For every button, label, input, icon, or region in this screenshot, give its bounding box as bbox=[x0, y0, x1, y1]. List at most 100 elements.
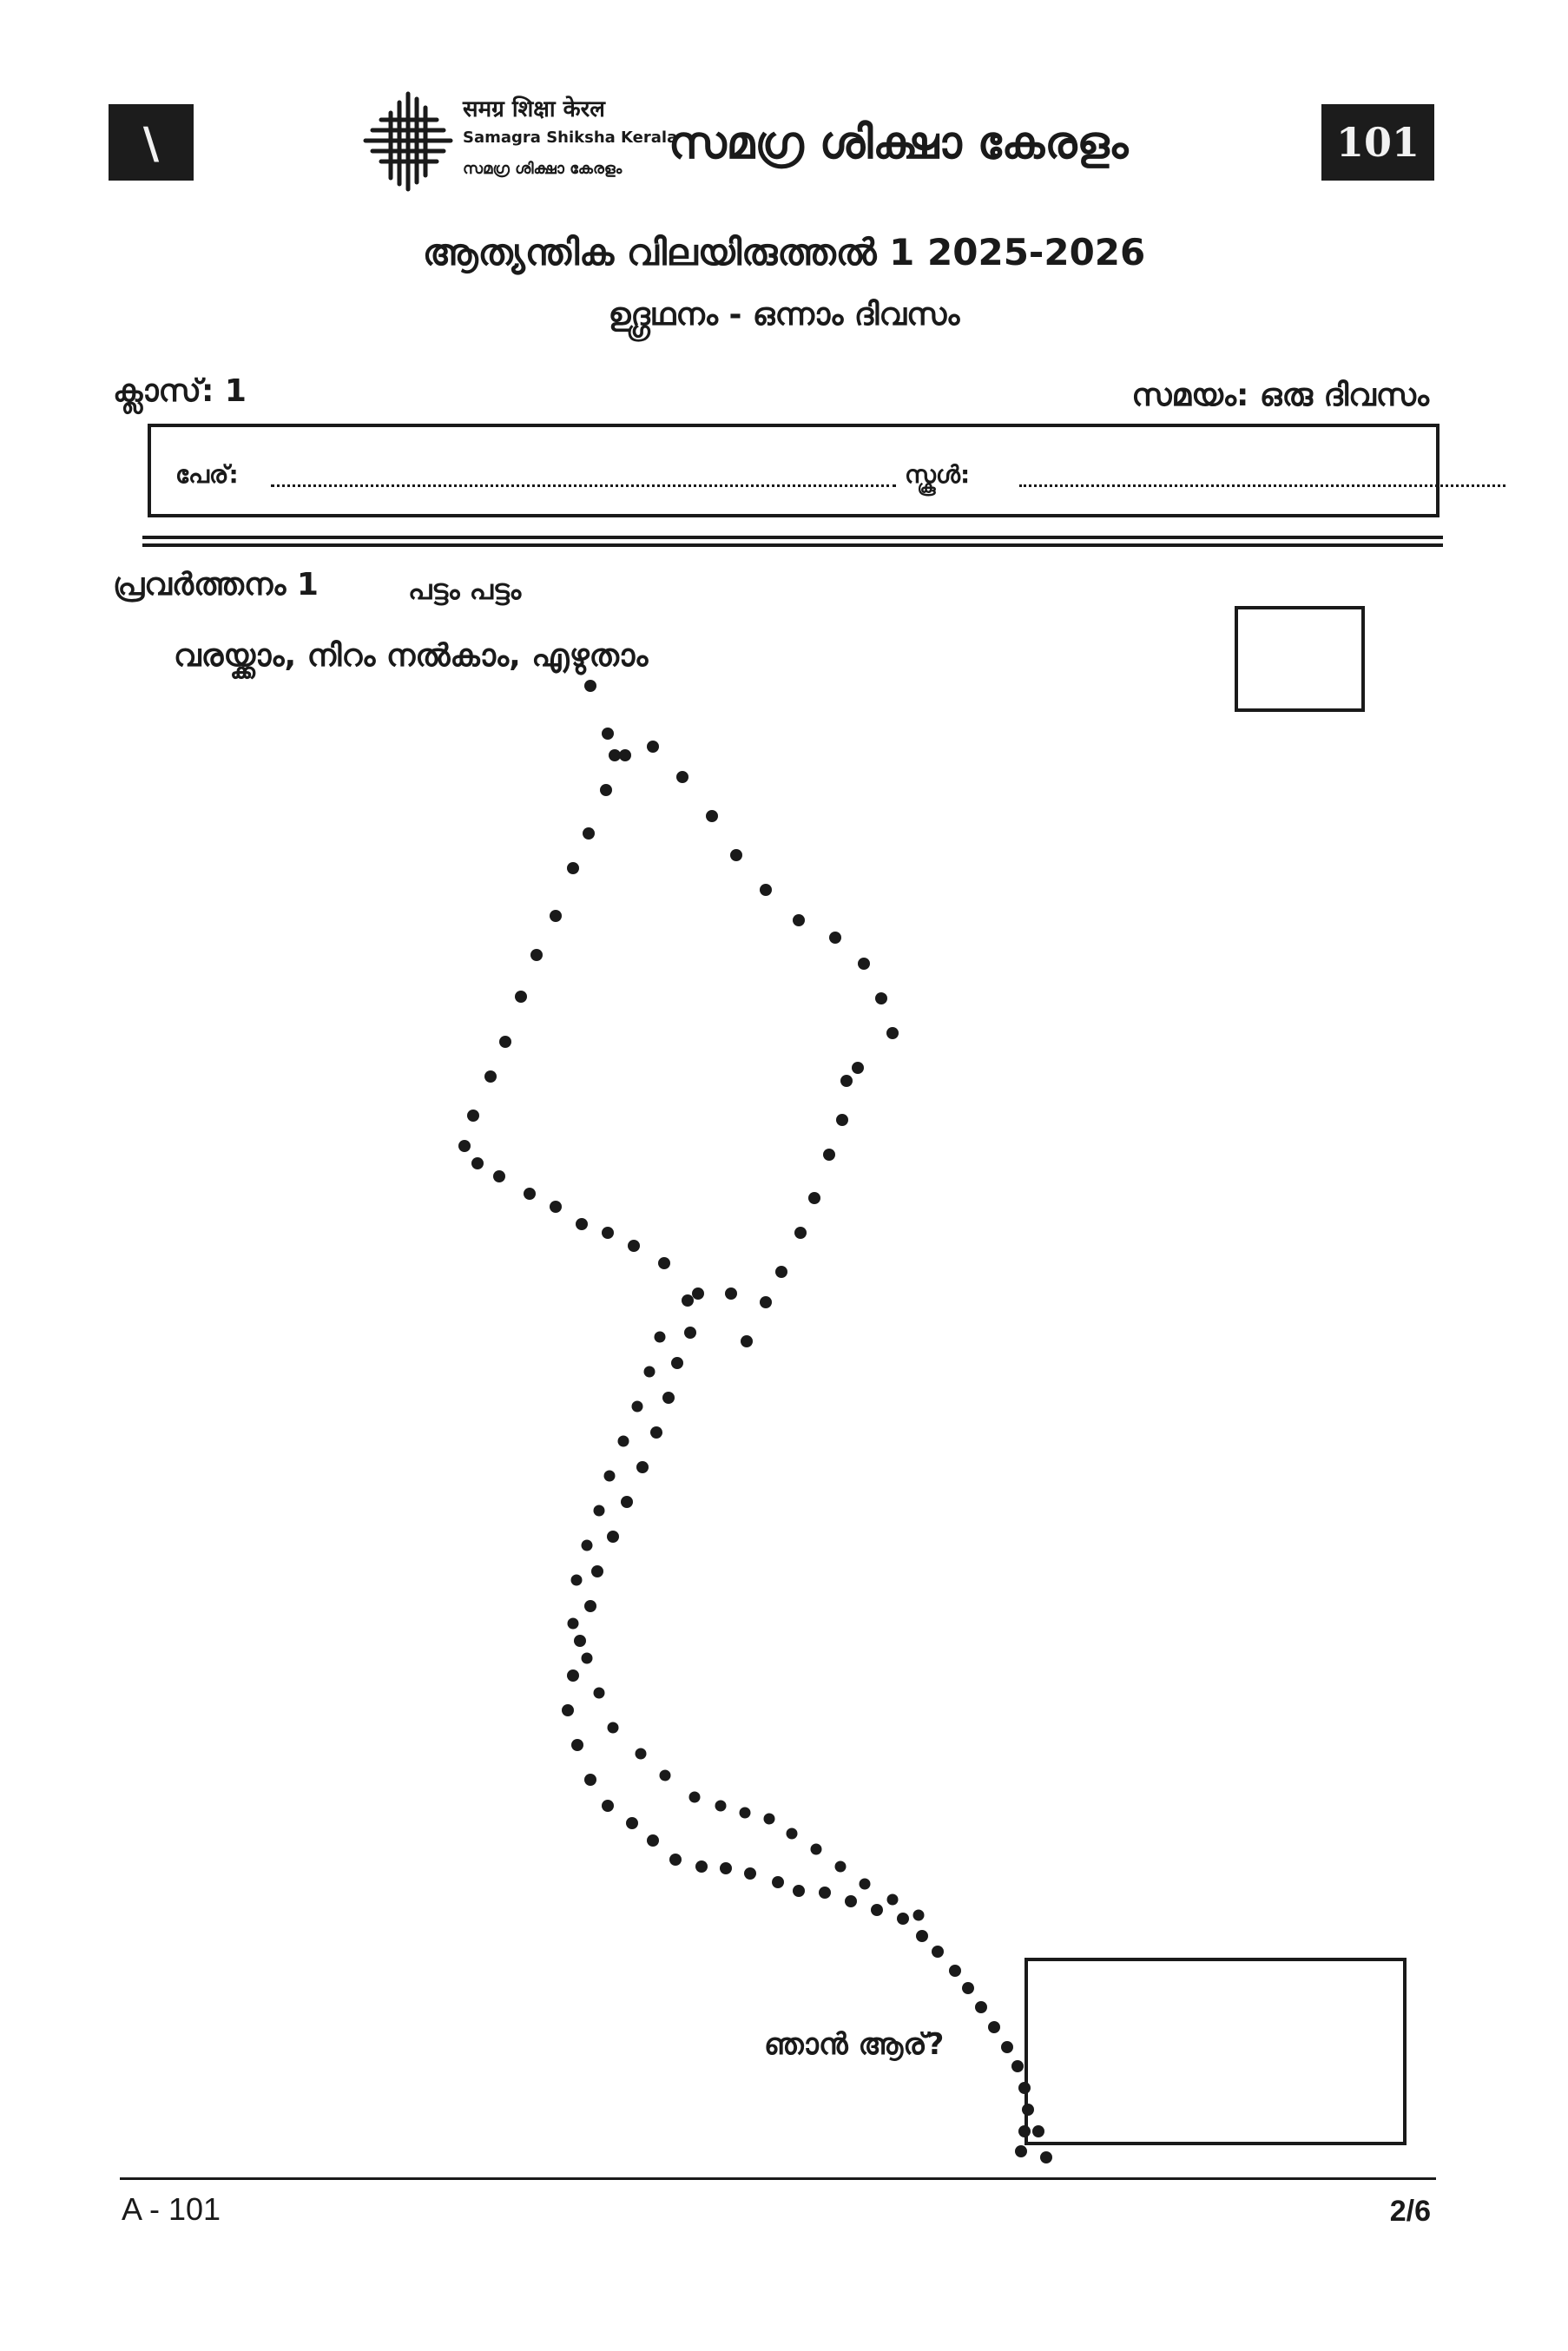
school-field-label: സ്കൂൾ: bbox=[905, 460, 971, 489]
trace-dot bbox=[823, 1149, 835, 1161]
trace-dot bbox=[886, 1027, 899, 1039]
name-field-label: പേര്: bbox=[175, 460, 239, 489]
trace-dot bbox=[794, 1227, 807, 1239]
trace-dot bbox=[584, 1600, 596, 1612]
trace-dot bbox=[715, 1800, 727, 1812]
trace-dot bbox=[793, 1885, 805, 1897]
trace-dot bbox=[684, 1327, 696, 1339]
trace-dot bbox=[654, 1331, 666, 1343]
trace-dot bbox=[845, 1895, 857, 1907]
trace-dot bbox=[628, 1240, 640, 1252]
trace-dot bbox=[581, 1652, 593, 1664]
trace-dot bbox=[676, 771, 688, 783]
trace-dot bbox=[567, 862, 579, 874]
who-am-i-question: ഞാൻ ആര്? bbox=[764, 2027, 945, 2062]
trace-dot bbox=[662, 1392, 675, 1404]
trace-dot bbox=[484, 1070, 497, 1083]
trace-dot bbox=[607, 1531, 619, 1543]
trace-dot bbox=[741, 1335, 753, 1347]
trace-dot bbox=[706, 810, 718, 822]
trace-dot bbox=[720, 1862, 732, 1874]
activity-label: പ്രവർത്തനം 1 bbox=[113, 567, 319, 603]
trace-dot bbox=[574, 1635, 586, 1647]
class-label: ക്ലാസ്: 1 bbox=[113, 373, 247, 409]
header-divider-bottom bbox=[142, 543, 1443, 547]
trace-dot bbox=[949, 1965, 961, 1977]
header-divider-top bbox=[142, 536, 1443, 539]
trace-dot bbox=[647, 1834, 659, 1847]
school-field[interactable] bbox=[1019, 484, 1505, 487]
trace-dot bbox=[897, 1913, 909, 1925]
paper-number-badge: 101 bbox=[1321, 104, 1434, 181]
activity-instruction: വരയ്ക്കാം, നിറം നൽകാം, എഴുതാം bbox=[174, 638, 649, 674]
trace-dot bbox=[647, 741, 659, 753]
trace-dot bbox=[810, 1843, 822, 1855]
trace-dot bbox=[682, 1294, 694, 1307]
trace-dot bbox=[602, 1800, 614, 1812]
trace-dot bbox=[602, 728, 614, 740]
org-name: സമഗ്ര ശിക്ഷാ കേരളം bbox=[669, 117, 1129, 169]
trace-dot bbox=[583, 827, 595, 840]
trace-dot bbox=[570, 1574, 583, 1586]
exam-title: ആത്യന്തിക വിലയിരുത്തൽ 1 2025-2026 bbox=[422, 231, 1146, 273]
trace-dot bbox=[692, 1287, 704, 1300]
paper-number-text: 101 bbox=[1335, 119, 1420, 166]
trace-dot bbox=[581, 1539, 593, 1551]
trace-dot bbox=[658, 1257, 670, 1269]
trace-dot bbox=[932, 1946, 944, 1958]
trace-dot bbox=[975, 2001, 987, 2013]
trace-dot bbox=[609, 749, 621, 761]
trace-dot bbox=[567, 1669, 579, 1682]
trace-dot bbox=[763, 1813, 775, 1825]
trace-dot bbox=[793, 914, 805, 926]
footer-page-number: 2/6 bbox=[1389, 2195, 1431, 2228]
trace-dot bbox=[916, 1930, 928, 1942]
student-info-box: പേര്: സ്കൂൾ: bbox=[148, 424, 1505, 517]
trace-dot bbox=[744, 1867, 756, 1880]
score-box[interactable] bbox=[1235, 606, 1365, 712]
logo-text-english: Samagra Shiksha Kerala bbox=[463, 128, 678, 147]
trace-dot bbox=[550, 1201, 562, 1213]
trace-dot bbox=[669, 1854, 682, 1866]
trace-dot bbox=[600, 784, 612, 796]
trace-dot bbox=[602, 1227, 614, 1239]
corner-mark-left-text: \ bbox=[142, 116, 160, 168]
trace-dot bbox=[1011, 2060, 1024, 2072]
trace-dot bbox=[772, 1876, 784, 1888]
trace-dot bbox=[467, 1110, 479, 1122]
trace-dot bbox=[607, 1722, 619, 1734]
trace-dot bbox=[636, 1461, 649, 1473]
exam-subtitle: ഉദ്ഗ്രഥനം - ഒന്നാം ദിവസം bbox=[608, 297, 960, 333]
trace-dot bbox=[858, 958, 870, 970]
activity-name: പട്ടം പട്ടം bbox=[408, 573, 522, 606]
trace-dot bbox=[643, 1366, 656, 1378]
trace-dot bbox=[631, 1400, 643, 1413]
trace-dot bbox=[650, 1426, 662, 1439]
footer-divider bbox=[120, 2177, 1436, 2180]
trace-dot bbox=[458, 1140, 471, 1152]
trace-dot bbox=[530, 949, 543, 961]
answer-box[interactable] bbox=[1024, 1958, 1407, 2145]
trace-dot bbox=[836, 1114, 848, 1126]
trace-dot bbox=[671, 1357, 683, 1369]
trace-dot bbox=[808, 1192, 820, 1204]
trace-dot bbox=[493, 1170, 505, 1182]
trace-dot bbox=[688, 1791, 701, 1803]
trace-dot bbox=[829, 932, 841, 944]
trace-dot bbox=[760, 1296, 772, 1308]
trace-dot bbox=[626, 1817, 638, 1829]
trace-dot bbox=[584, 680, 596, 692]
trace-dot bbox=[571, 1739, 583, 1751]
trace-dot bbox=[1001, 2041, 1013, 2053]
trace-dot bbox=[617, 1435, 629, 1447]
logo-text-malayalam: സമഗ്ര ശിക്ഷാ കേരളം bbox=[463, 160, 623, 178]
logo-emblem-icon bbox=[363, 91, 453, 192]
trace-dot bbox=[871, 1904, 883, 1916]
trace-dot bbox=[619, 749, 631, 761]
trace-dot bbox=[962, 1982, 974, 1994]
trace-dot bbox=[515, 991, 527, 1003]
time-label: സമയം: ഒരു ദിവസം bbox=[1131, 378, 1429, 413]
name-field[interactable] bbox=[271, 484, 896, 487]
trace-dot bbox=[859, 1878, 871, 1890]
trace-dot bbox=[739, 1807, 751, 1819]
